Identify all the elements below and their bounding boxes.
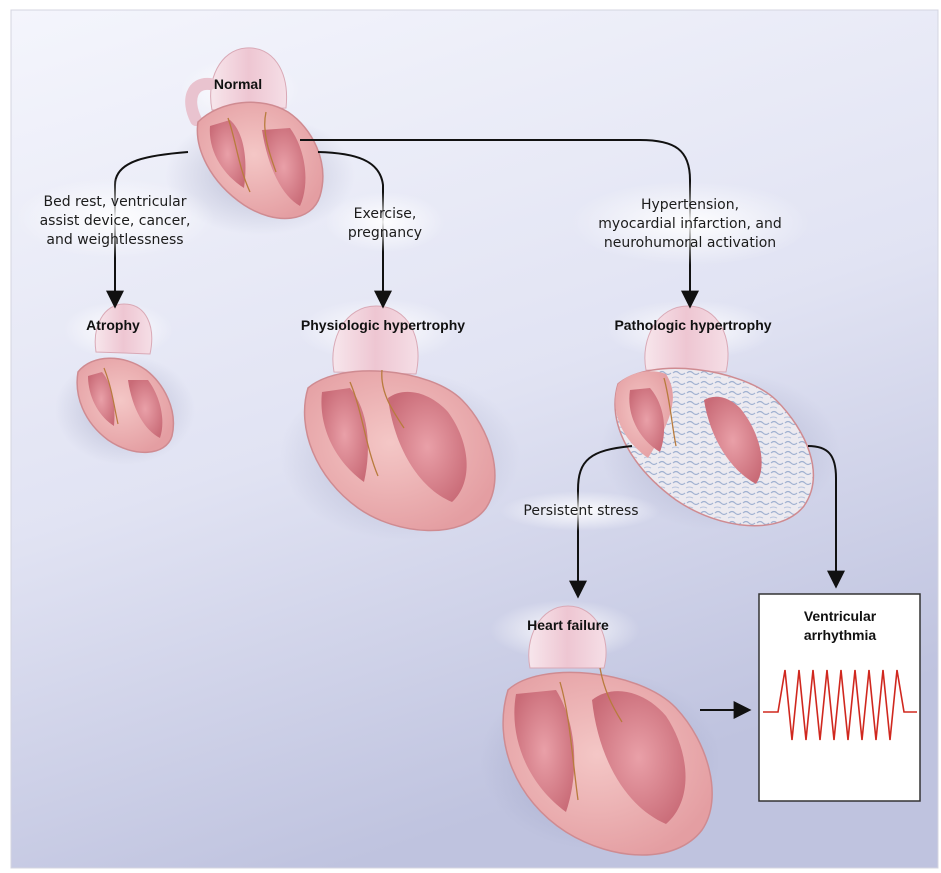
atrophy-cause-line: assist device, cancer, [40,213,191,229]
physiologic-cause-line: Exercise, [354,206,417,222]
atrophy-cause-line: and weightlessness [46,232,183,248]
persistent-stress-label: Persistent stress [523,503,638,519]
pathologic-hypertrophy-label: Pathologic hypertrophy [614,317,771,333]
physiologic-cause-line: pregnancy [348,225,422,241]
atrophy-label: Atrophy [86,317,140,333]
pathologic-cause-line: myocardial infarction, and [598,216,781,232]
arrhythmia-title-line: arrhythmia [804,627,877,643]
atrophy-cause-line: Bed rest, ventricular [43,194,186,210]
normal-label: Normal [214,76,262,92]
atrophy-cause-text: Bed rest, ventricular assist device, can… [40,194,191,248]
heart-failure-label: Heart failure [527,617,609,633]
arrhythmia-title-line: Ventricular [804,608,877,624]
pathologic-cause-line: neurohumoral activation [604,235,776,251]
arrhythmia-box: Ventricular arrhythmia [759,594,920,801]
physiologic-hypertrophy-label: Physiologic hypertrophy [301,317,465,333]
pathologic-cause-line: Hypertension, [641,197,739,213]
